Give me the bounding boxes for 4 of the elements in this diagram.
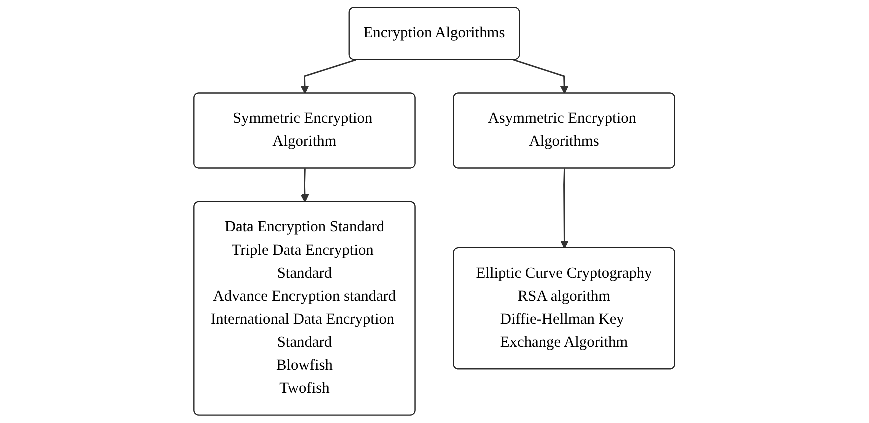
arrow (300, 59, 356, 94)
arrow (300, 168, 310, 203)
arrow (560, 168, 569, 249)
arrow (514, 59, 569, 94)
